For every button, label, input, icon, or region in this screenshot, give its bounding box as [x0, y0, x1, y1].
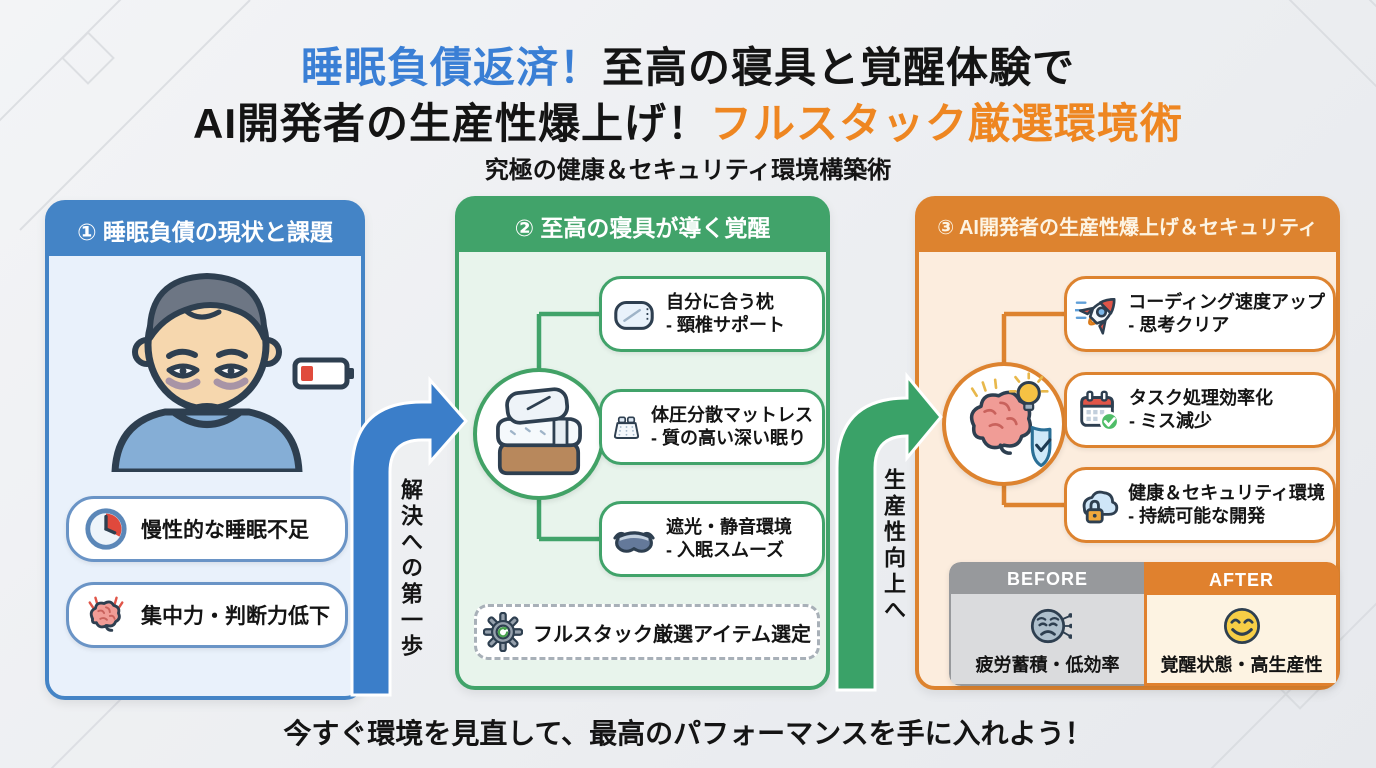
bedding-title: 自分に合う枕 — [666, 291, 774, 312]
pillow-icon — [614, 300, 654, 330]
panel-productivity: ③ AI開発者の生産性爆上げ＆セキュリティ — [915, 196, 1340, 690]
benefit-box-health-security: 健康＆セキュリティ環境 - 持続可能な開発 — [1064, 467, 1336, 543]
title-line1-rest: 至高の寝具と覚醒体験で — [602, 44, 1076, 91]
benefit-title: 健康＆セキュリティ環境 — [1128, 482, 1325, 503]
main-title-line1: 睡眠負債返済！至高の寝具と覚醒体験で — [0, 34, 1376, 95]
benefit-title: コーディング速度アップ — [1128, 291, 1325, 312]
ai-brain-hub-circle — [942, 362, 1066, 486]
bedding-title: 体圧分散マットレス — [651, 404, 813, 425]
issue-box-sleep-shortage: 慢性的な睡眠不足 — [66, 496, 348, 562]
before-column: BEFORE 疲労蓄積・低効率 — [949, 562, 1144, 686]
title-line2-start: AI開発者の生産性爆上げ！ — [192, 100, 710, 147]
issue-label: 集中力・判断力低下 — [141, 605, 330, 628]
brain-icon — [88, 596, 124, 632]
solution-arrow-label: 解決への第一歩 — [398, 478, 423, 660]
panel-sleep-debt: ① 睡眠負債の現状と課題 — [45, 200, 365, 700]
fullstack-selection-box: フルスタック厳選アイテム選定 — [474, 604, 820, 660]
bedding-box-mattress: 体圧分散マットレス - 質の高い深い眠り — [599, 389, 825, 465]
main-title-line2: AI開発者の生産性爆上げ！フルスタック厳選環境術 — [0, 90, 1376, 151]
bedding-box-pillow: 自分に合う枕 - 頸椎サポート — [599, 276, 825, 352]
bedding-sub: - 質の高い深い眠り — [651, 428, 806, 448]
benefit-box-task-efficiency: タスク処理効率化 - ミス減少 — [1064, 372, 1336, 448]
bedding-box-environment: 遮光・静音環境 - 入眠スムーズ — [599, 501, 825, 577]
benefit-title: タスク処理効率化 — [1129, 387, 1273, 408]
benefit-sub: - ミス減少 — [1129, 411, 1212, 431]
cloud-lock-icon — [1082, 490, 1119, 524]
panel2-header: ② 至高の寝具が導く覚醒 — [458, 199, 827, 252]
before-after-table: BEFORE 疲労蓄積・低効率 AFTE — [949, 562, 1339, 686]
bedding-sub: - 頸椎サポート — [666, 315, 785, 335]
bedding-hub-circle — [473, 368, 605, 500]
lock-icon — [1085, 499, 1104, 524]
brain-bulb-shield-illustration — [969, 372, 1052, 468]
title-accent-orange: フルスタック厳選環境術 — [710, 100, 1184, 147]
after-column: AFTER 覚醒状態・高生産性 — [1144, 562, 1339, 686]
call-to-action: 今すぐ環境を見直して、最高のパフォーマンスを手に入れよう！ — [283, 718, 1093, 749]
mattress-icon — [613, 416, 640, 439]
bedding-sub: - 入眠スムーズ — [666, 540, 785, 560]
eye-mask-icon — [613, 531, 655, 553]
bed-illustration — [496, 387, 582, 476]
tired-person-illustration — [111, 273, 354, 472]
gear-icon — [483, 612, 523, 652]
benefit-sub: - 思考クリア — [1128, 315, 1230, 335]
benefit-sub: - 持続可能な開発 — [1128, 506, 1266, 526]
rocket-icon — [1075, 298, 1116, 335]
after-header: AFTER — [1147, 565, 1336, 595]
before-text: 疲労蓄積・低効率 — [975, 654, 1120, 675]
sad-face-circuit-icon — [1030, 608, 1072, 643]
issue-label: 慢性的な睡眠不足 — [141, 519, 309, 542]
panel3-header: ③ AI開発者の生産性爆上げ＆セキュリティ — [918, 199, 1337, 252]
calendar-check-icon — [1080, 390, 1120, 432]
clock-icon — [85, 508, 127, 550]
lightbulb-icon — [1008, 372, 1049, 411]
benefit-box-coding-speed: コーディング速度アップ - 思考クリア — [1064, 276, 1336, 352]
shield-check-icon — [1030, 425, 1052, 468]
panel-bedding: ② 至高の寝具が導く覚醒 — [455, 196, 830, 690]
title-accent-blue: 睡眠負債返済！ — [300, 44, 602, 91]
fullstack-selection-label: フルスタック厳選アイテム選定 — [533, 623, 811, 646]
after-text: 覚醒状態・高生産性 — [1160, 654, 1323, 675]
happy-face-icon — [1223, 607, 1260, 644]
bedding-title: 遮光・静音環境 — [666, 516, 792, 537]
before-header: BEFORE — [951, 564, 1144, 594]
panel1-header: ① 睡眠負債の現状と課題 — [48, 203, 362, 256]
subtitle: 究極の健康＆セキュリティ環境構築術 — [484, 157, 892, 184]
battery-low-icon — [292, 357, 354, 390]
issue-box-focus-decline: 集中力・判断力低下 — [66, 582, 348, 648]
productivity-arrow-label: 生産性向上へ — [881, 468, 906, 624]
